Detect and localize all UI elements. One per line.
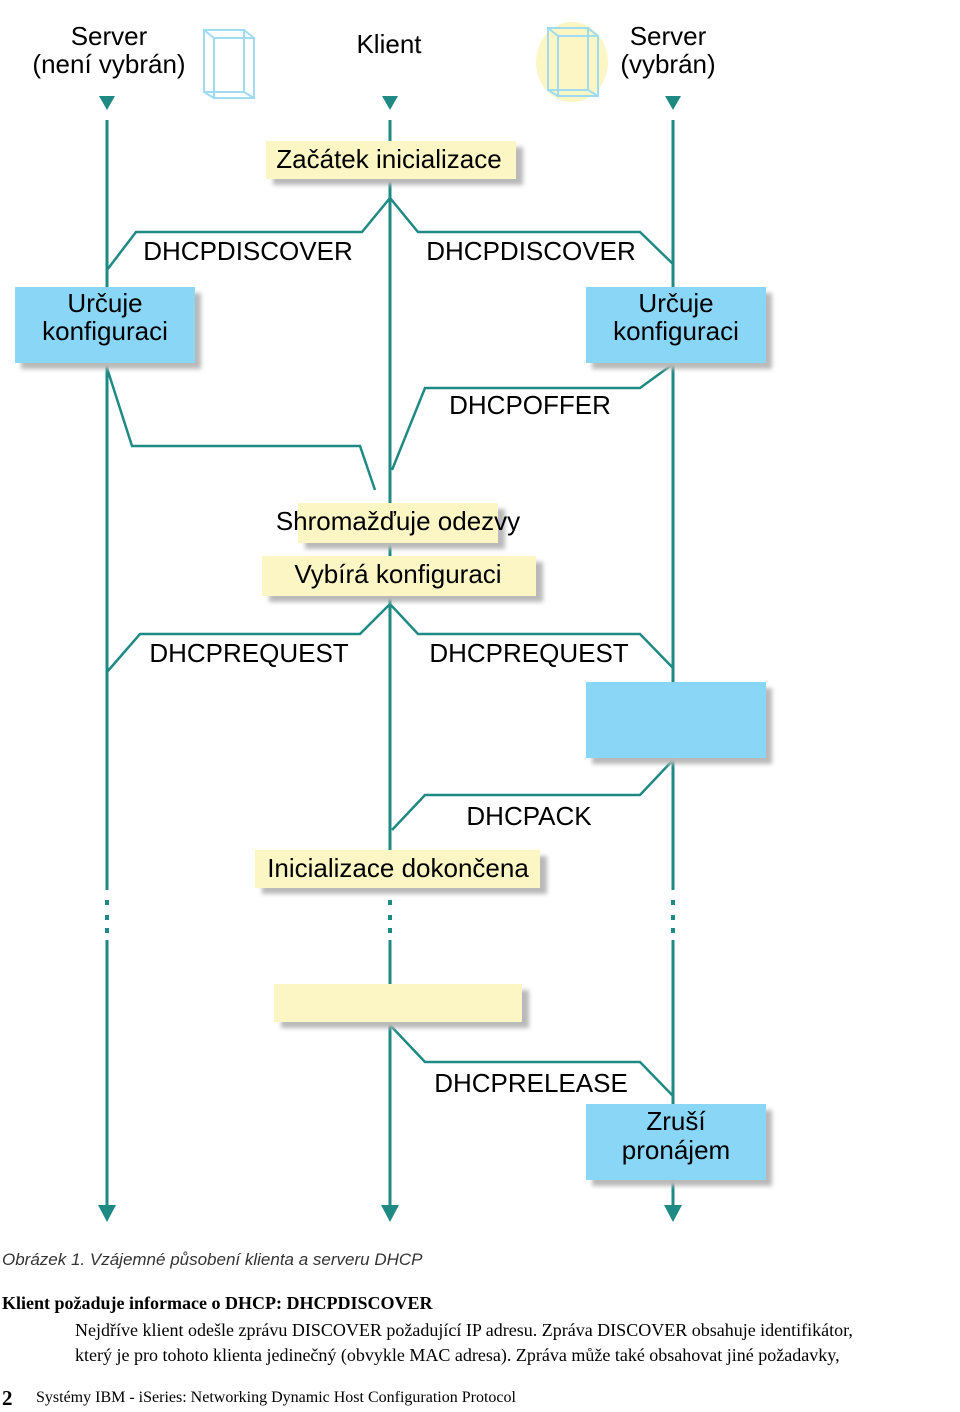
client-step-boxes <box>255 141 540 1022</box>
msg-request-right: DHCPREQUEST <box>429 638 628 668</box>
lifeline-gaps <box>105 900 675 933</box>
step-init-done: Inicializace dokončena <box>267 853 529 883</box>
dhcp-interaction-diagram: Server (není vybrán) Klient Server (vybr… <box>15 21 772 1222</box>
step-select-config: Vybírá konfiguraci <box>294 559 501 589</box>
figure-caption: Obrázek 1. Vzájemné působení klienta a s… <box>2 1250 423 1269</box>
msg-offer: DHCPOFFER <box>449 390 611 420</box>
footer-text: Systémy IBM - iSeries: Networking Dynami… <box>36 1389 516 1406</box>
server-right-determines-line2: konfiguraci <box>613 316 739 346</box>
page-footer: 2 Systémy IBM - iSeries: Networking Dyna… <box>0 1386 960 1412</box>
header-server-unselected-line1: Server <box>71 21 148 51</box>
header-server-selected-line1: Server <box>630 21 707 51</box>
top-arrowheads <box>99 96 681 110</box>
step-collect-responses: Shromažďuje odezvy <box>276 506 520 536</box>
header-server-selected-line2: (vybrán) <box>620 49 715 79</box>
server-cancels-lease-line2: pronájem <box>622 1135 730 1165</box>
msg-discover-right: DHCPDISCOVER <box>426 236 635 266</box>
msg-ack: DHCPACK <box>466 801 592 831</box>
server-unselected-icon <box>203 29 255 99</box>
msg-discover-left: DHCPDISCOVER <box>143 236 352 266</box>
bottom-arrowheads <box>98 1205 682 1222</box>
description-line: Nejdříve klient odešle zprávu DISCOVER p… <box>75 1320 853 1340</box>
definition-description: Nejdříve klient odešle zprávu DISCOVER p… <box>75 1318 960 1368</box>
server-cancels-lease-line1: Zruší <box>646 1106 706 1136</box>
header-client: Klient <box>356 29 422 59</box>
server-selected-icon <box>536 22 608 102</box>
definition-term: Klient požaduje informace o DHCP: DHCPDI… <box>2 1293 433 1313</box>
msg-release: DHCPRELEASE <box>434 1068 628 1098</box>
server-step-boxes <box>15 287 766 1180</box>
server-left-determines-line1: Určuje <box>67 288 142 318</box>
page-number: 2 <box>2 1386 13 1410</box>
header-server-unselected-line2: (není vybrán) <box>32 49 185 79</box>
msg-request-left: DHCPREQUEST <box>149 638 348 668</box>
step-init-start: Začátek inicializace <box>276 144 501 174</box>
description-line: který je pro tohoto klienta jedinečný (o… <box>75 1345 840 1365</box>
message-lines <box>105 196 674 1097</box>
server-left-determines-line2: konfiguraci <box>42 316 168 346</box>
server-right-determines-line1: Určuje <box>638 288 713 318</box>
